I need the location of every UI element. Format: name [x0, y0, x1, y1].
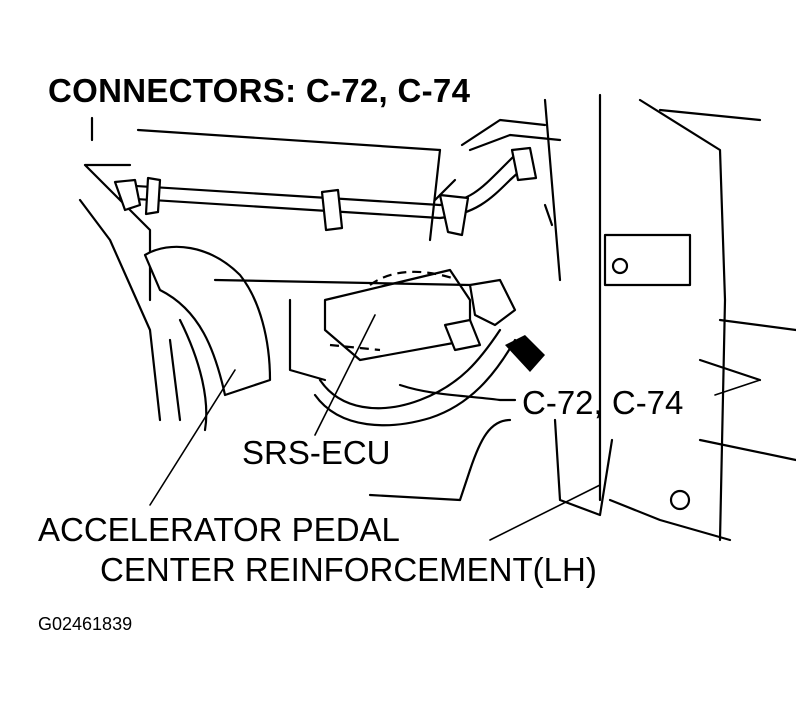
connectors-label: C-72, C-74 [522, 384, 684, 421]
connector-harness [313, 278, 614, 517]
accelerator-pedal-shape [143, 245, 272, 432]
leader-lines [149, 314, 761, 541]
figure-id: G02461839 [38, 614, 133, 634]
arrow-pointer [505, 335, 545, 372]
upper-harness [113, 146, 538, 237]
accelerator-pedal-label: ACCELERATOR PEDAL [38, 511, 400, 548]
mounting-bracket [543, 203, 692, 511]
center-reinforcement-label: CENTER REINFORCEMENT(LH) [100, 551, 597, 588]
dashboard-frame [78, 93, 796, 542]
diagram-title: CONNECTORS: C-72, C-74 [48, 72, 471, 109]
srs-ecu-label: SRS-ECU [242, 434, 391, 471]
